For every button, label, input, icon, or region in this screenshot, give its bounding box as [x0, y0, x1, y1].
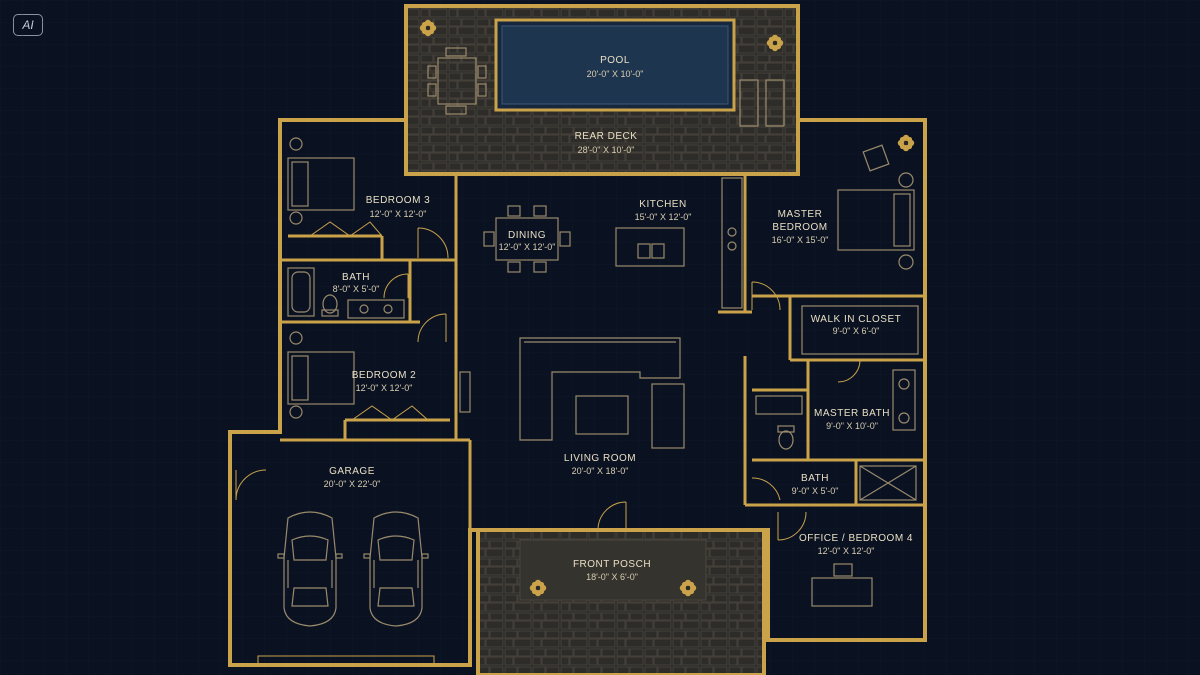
kitchen-size: 15'-0" X 12'-0" [635, 212, 692, 222]
kitchen-counter [721, 177, 743, 309]
front-porch-size: 18'-0" X 6'-0" [586, 572, 638, 582]
master-bedroom-size: 16'-0" X 15'-0" [772, 235, 829, 245]
master-bedroom-label: MASTER [778, 209, 823, 220]
bath2-label: BATH [801, 473, 829, 484]
rear-deck-size: 28'-0" X 10'-0" [578, 145, 635, 155]
pool-label: POOL [600, 55, 630, 66]
door-swing-icon [235, 227, 861, 541]
garage-label: GARAGE [329, 466, 375, 477]
master-bedroom-label-2: BEDROOM [772, 222, 827, 233]
vanity [347, 299, 405, 319]
garage-size: 20'-0" X 22'-0" [324, 479, 381, 489]
dining-size: 12'-0" X 12'-0" [499, 242, 556, 252]
bedroom3-size: 12'-0" X 12'-0" [370, 209, 427, 219]
walk-in-closet-size: 9'-0" X 6'-0" [833, 326, 880, 336]
shower [859, 465, 917, 501]
sofa-icon [459, 337, 685, 449]
rear-deck-label: REAR DECK [575, 131, 638, 142]
dining-label: DINING [508, 230, 546, 241]
office-desk [811, 563, 873, 607]
living-room-size: 20'-0" X 18'-0" [572, 466, 629, 476]
bedroom2-size: 12'-0" X 12'-0" [356, 383, 413, 393]
bed-icon [287, 331, 355, 419]
office-label: OFFICE / BEDROOM 4 [799, 533, 913, 544]
front-porch [476, 528, 766, 675]
bathtub-icon [287, 267, 315, 317]
living-room-label: LIVING ROOM [564, 453, 636, 464]
front-porch-label: FRONT POSCH [573, 559, 651, 570]
exterior-walls [228, 118, 927, 667]
closet-shelves [801, 305, 919, 355]
walk-in-closet-label: WALK IN CLOSET [811, 314, 902, 325]
bath2-size: 9'-0" X 5'-0" [792, 486, 839, 496]
master-bath-label: MASTER BATH [814, 408, 890, 419]
bath1-label: BATH [342, 272, 370, 283]
pool-size: 20'-0" X 10'-0" [587, 69, 644, 79]
kitchen-label: KITCHEN [639, 199, 686, 210]
closet-doors [309, 221, 383, 237]
bed-icon [837, 172, 915, 270]
bath1-size: 8'-0" X 5'-0" [333, 284, 380, 294]
pool [494, 18, 736, 112]
dining-table [483, 205, 571, 273]
master-bath-size: 9'-0" X 10'-0" [826, 421, 878, 431]
patio-table [427, 47, 487, 115]
bath-vanity [755, 369, 916, 431]
bed-icon [287, 137, 355, 225]
closet-doors [351, 405, 429, 421]
garage-door [257, 655, 435, 665]
toilet-icon [321, 294, 339, 317]
interior-walls [280, 174, 925, 530]
kitchen-island [615, 227, 685, 267]
lounge-chairs [739, 79, 785, 127]
armchair [862, 144, 890, 172]
toilet-icon [777, 425, 795, 450]
bedroom2-label: BEDROOM 2 [352, 370, 417, 381]
office-size: 12'-0" X 12'-0" [818, 546, 875, 556]
bedroom3-label: BEDROOM 3 [366, 195, 431, 206]
